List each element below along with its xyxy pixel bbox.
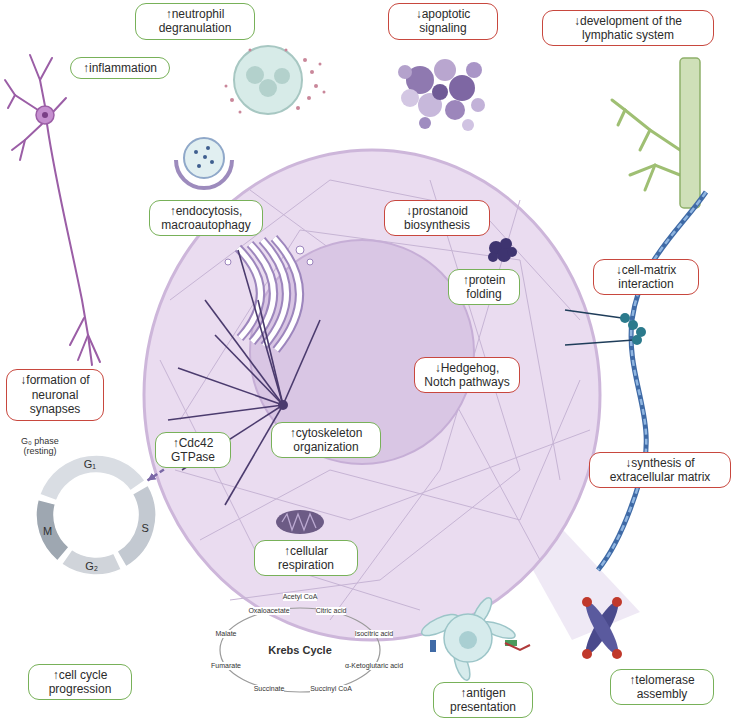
cycle-title: Krebs Cycle [268,644,332,657]
upregulated-box: ↑cell cycle progression [28,664,132,701]
effect-label: ↑cell cycle progression [35,668,125,697]
downregulated-box: ↓prostanoid biosynthesis [384,200,490,237]
effect-label: ↑neutrophil degranulation [142,7,248,36]
effect-label: ↑endocytosis, macroautophagy [156,204,256,233]
cell-cycle-phase [40,455,146,501]
metabolite-label: Oxaloacetate [248,607,289,615]
apoptotic-bodies [398,59,485,131]
downregulated-box: ↓apoptotic signaling [388,3,498,40]
dashed-arrow [148,470,164,481]
effect-label: ↓formation of neuronal synapses [13,373,97,416]
effect-label: ↓apoptotic signaling [395,7,491,36]
effect-label: ↑inflammation [77,61,163,75]
upregulated-box: ↑endocytosis, macroautophagy [149,200,263,237]
cell-cycle-phase [36,499,69,560]
upregulated-box: ↑Cdc42 GTPase [155,432,231,469]
neuron-soma [36,106,54,124]
effect-label: ↑Cdc42 GTPase [162,436,224,465]
metabolite-label: Fumarate [211,662,241,670]
vesicle [184,138,224,178]
effect-label: ↓prostanoid biosynthesis [391,204,483,233]
metabolite-label: Succinyl CoA [310,685,352,693]
effect-label: ↓development of the lymphatic system [549,14,707,43]
metabolite-label: Citric acid [316,607,347,615]
metabolite-label: Succinate [254,685,285,693]
metabolite-label: Malate [215,630,236,638]
effect-label: ↑telomerase assembly [617,673,707,702]
upregulated-box: ↑protein folding [448,269,520,306]
downregulated-box: ↓formation of neuronal synapses [6,369,104,420]
dendritic-cell [419,595,530,682]
downregulated-box: ↓synthesis of extracellular matrix [589,452,731,489]
effect-label: ↓synthesis of extracellular matrix [596,456,724,485]
upregulated-box: ↑cellular respiration [254,540,358,577]
upregulated-box: ↑inflammation [70,57,170,79]
phase-note: G₀ phase (resting) [11,436,69,457]
neuron-nucleus [42,112,48,118]
metabolite-label: Isocitric acid [355,630,394,638]
downregulated-box: ↓cell-matrix interaction [593,259,699,296]
effect-label: ↓cell-matrix interaction [600,263,692,292]
upregulated-box: ↑telomerase assembly [610,669,714,706]
upregulated-box: ↑antigen presentation [433,682,533,719]
effect-label: ↑protein folding [455,273,513,302]
mitochondrion [276,510,324,534]
phase-label: G₁ [84,458,96,470]
effect-label: ↑cytoskeleton organization [278,426,374,455]
effect-label: ↑cellular respiration [261,544,351,573]
granules [225,49,326,114]
metabolite-label: α-Ketoglutaric acid [345,662,403,670]
neuron [5,55,100,365]
ecm-fiber [598,192,706,570]
lymphatic-vessel [612,58,700,208]
krebs-cycle-ring [220,608,380,692]
cell-cycle-phase [62,549,122,575]
effect-label: ↓Hedgehog, Notch pathways [421,361,513,390]
vesicle-cargo [194,146,214,168]
folded-protein [488,238,517,262]
cell-cycle-ring [34,453,158,577]
cell-membrane [144,150,600,640]
integrin-beads [620,313,646,345]
chromosome [581,597,623,659]
upregulated-box: ↑neutrophil degranulation [135,3,255,40]
integrin-lines [565,310,634,345]
effect-label: ↑antigen presentation [440,686,526,715]
upregulated-box: ↑cytoskeleton organization [271,422,381,459]
phase-label: S [142,522,149,534]
phase-label: M [43,525,52,537]
mitochondrion-cristae [282,514,316,530]
cell-cycle-phase [117,485,156,567]
cell-cycle-wheel: G₁ S G₂ M [34,453,158,577]
neutrophil [234,46,302,114]
downregulated-box: ↓Hedgehog, Notch pathways [414,357,520,394]
neutrophil-nucleus [246,66,290,97]
centrosome [278,400,288,410]
golgi-apparatus [225,238,313,350]
phase-label: G₂ [85,560,98,572]
nucleus [250,240,474,464]
cytoskeleton-filaments [160,180,590,620]
downregulated-box: ↓development of the lymphatic system [542,10,714,47]
metabolite-label: Acetyl CoA [283,593,318,601]
